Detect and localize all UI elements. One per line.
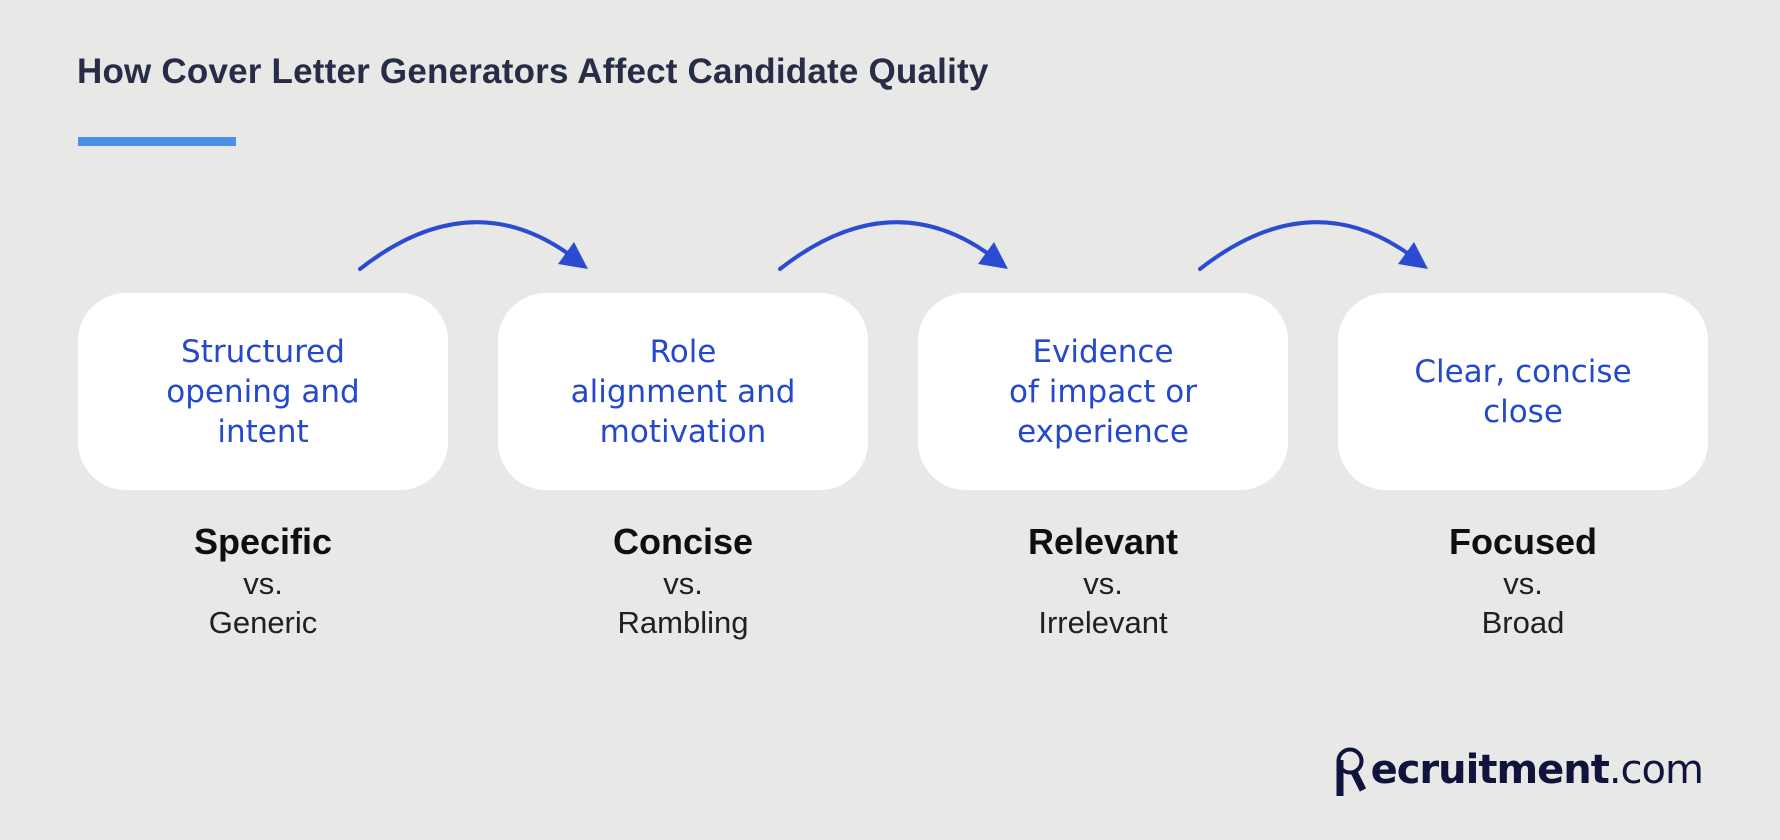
- negative-trait-label: Generic: [208, 605, 318, 640]
- step-card-structured-opening: Structured opening and intent: [78, 293, 448, 490]
- vs-label: vs.: [1503, 566, 1543, 601]
- card-line: opening and: [166, 373, 360, 410]
- curved-arrow-icon: [778, 220, 1008, 271]
- step-card-label: Role alignment and motivation: [571, 332, 796, 452]
- step-card-label: Clear, concise close: [1414, 352, 1631, 432]
- logo-domain-suffix: .com: [1608, 747, 1704, 793]
- positive-trait-label: Focused: [1448, 521, 1598, 562]
- card-line: Role: [649, 333, 717, 370]
- negative-trait-label: Broad: [1481, 605, 1565, 640]
- vs-label: vs.: [1083, 566, 1123, 601]
- negative-trait-label: Rambling: [617, 605, 749, 640]
- page-title: How Cover Letter Generators Affect Candi…: [77, 52, 989, 91]
- vs-label: vs.: [243, 566, 283, 601]
- comparison-specific-generic: Specific vs. Generic: [78, 520, 448, 642]
- curved-arrow-icon: [1198, 220, 1428, 271]
- card-line: Evidence: [1032, 333, 1174, 370]
- recruitment-com-logo: ecruitment .com: [1333, 744, 1704, 796]
- negative-trait-label: Irrelevant: [1038, 605, 1168, 640]
- positive-trait-label: Relevant: [1027, 521, 1179, 562]
- card-line: intent: [217, 413, 309, 450]
- positive-trait-label: Specific: [193, 521, 333, 562]
- comparison-focused-broad: Focused vs. Broad: [1338, 520, 1708, 642]
- step-card-role-alignment: Role alignment and motivation: [498, 293, 868, 490]
- card-line: motivation: [599, 413, 767, 450]
- title-underline-divider: [78, 137, 236, 146]
- logo-brand-text: ecruitment: [1370, 747, 1610, 793]
- comparison-concise-rambling: Concise vs. Rambling: [498, 520, 868, 642]
- step-card-label: Structured opening and intent: [166, 332, 359, 452]
- card-line: experience: [1017, 413, 1189, 450]
- card-line: alignment and: [570, 373, 796, 410]
- card-line: close: [1483, 393, 1563, 430]
- positive-trait-label: Concise: [612, 521, 754, 562]
- step-card-evidence-impact: Evidence of impact or experience: [918, 293, 1288, 490]
- step-card-clear-close: Clear, concise close: [1338, 293, 1708, 490]
- magnifier-r-icon: [1336, 747, 1366, 796]
- card-line: Clear, concise: [1414, 353, 1632, 390]
- card-line: Structured: [181, 333, 345, 370]
- vs-label: vs.: [663, 566, 703, 601]
- comparison-relevant-irrelevant: Relevant vs. Irrelevant: [918, 520, 1288, 642]
- curved-arrow-icon: [358, 220, 588, 271]
- card-line: of impact or: [1009, 373, 1197, 410]
- step-card-label: Evidence of impact or experience: [1009, 332, 1197, 452]
